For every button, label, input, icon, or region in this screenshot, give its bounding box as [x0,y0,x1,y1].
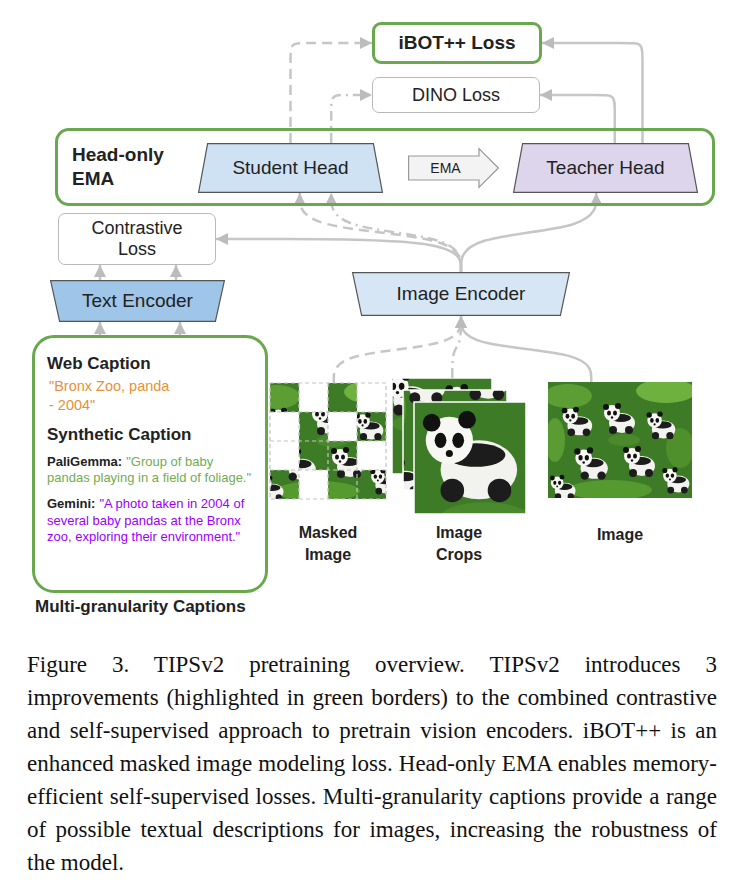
shape-fill [353,273,570,316]
shape-fill [514,144,698,193]
text-block: Head-only EMA [72,143,180,191]
graphic-part [270,411,386,412]
image-node: Image [548,382,692,498]
node-label: Image Encoder [397,283,526,304]
masked-image-picture [252,380,404,501]
node-label: Synthetic Caption [47,425,192,444]
connector [540,95,615,143]
text-block: Contrastive Loss [77,218,197,260]
node-label: Image Crops [436,524,482,563]
text-block: Masked Image [282,522,374,566]
graphic-part [270,469,386,470]
text-block: "Bronx Zoo, panda - 2004" [49,377,174,415]
image-node: Image Crops [392,378,526,514]
graphic-part [357,441,386,470]
ema-band: Head-only EMA Student Head EMA Teacher Head [55,128,715,206]
connector [179,322,182,335]
node-label: EMA [430,160,460,176]
text-block: Multi-granularity Captions [35,597,246,617]
image-node: Masked Image [270,383,386,499]
graphic-part [270,383,386,499]
graphic-part [249,340,697,697]
text-block: Image [574,524,666,546]
graphic-part [299,470,328,499]
node-label: Teacher Head [546,157,664,178]
graphic-part [270,412,299,441]
text-block: DINO Loss [412,85,500,106]
graphic-part [270,440,386,441]
text-block: iBOT++ Loss [398,32,515,54]
graphic-part [544,379,696,500]
graphic-part [414,402,526,514]
text-block: Teacher Head [546,157,664,179]
connector [334,316,461,383]
caption-box: Web Caption "Bronx Zoo, panda - 2004" Synt… [32,335,268,593]
text-block: Image Encoder [397,283,526,305]
encoder-block: Text Encoder [50,280,225,322]
node-label: iBOT++ Loss [398,32,515,53]
graphic-part [544,379,696,500]
graphic-part [270,441,299,470]
node-label: Gemini: [47,496,95,511]
loss-box: iBOT++ Loss [372,22,542,64]
text-block: Gemini:"A photo taken in 2004 of several… [47,496,253,546]
shape-fill [51,281,225,322]
shape-fill [199,144,383,193]
ema-arrow: EMA [408,148,499,188]
text-block: Text Encoder [82,290,193,312]
graphic-part [270,383,386,499]
connector [99,322,102,335]
text-block: EMA [430,159,476,177]
graphic-part [357,383,386,412]
text-block: Synthetic Caption [47,425,253,445]
full-image-picture [544,379,696,500]
image-crops-picture [249,320,697,696]
loss-box: Contrastive Loss [58,213,216,265]
text-block: Student Head [232,157,348,179]
node-label: DINO Loss [412,85,500,105]
node-label: "Bronx Zoo, panda - 2004" [49,378,169,413]
encoder-block: Image Encoder [352,272,570,316]
head-block: Teacher Head [513,143,698,193]
connector [461,316,591,382]
text-block: Image Crops [413,522,505,566]
node-label: Student Head [232,157,348,178]
shape-fill [409,149,499,188]
connector [99,265,102,280]
graphic-part [299,383,328,412]
connector [175,265,178,280]
graphic-part [249,340,697,697]
connector [331,95,372,143]
text-block: PaliGemma:"Group of baby pandas playing … [47,454,253,487]
graphic-part [328,412,357,441]
loss-box: DINO Loss [372,77,540,113]
graphic-part [252,380,404,501]
node-label: Multi-granularity Captions [35,597,246,616]
node-label: Text Encoder [82,290,193,311]
node-label: Image [597,526,643,543]
head-block: Student Head [198,143,383,193]
node-label: Web Caption [47,354,151,373]
connector [452,316,461,378]
figure-caption: Figure 3. TIPSv2 pretraining overview. T… [27,648,717,879]
graphic-part [252,380,404,501]
text-block: Web Caption [47,354,253,374]
connector [216,239,461,272]
node-label: Contrastive Loss [91,218,182,259]
node-label: Head-only EMA [72,144,164,189]
node-label: PaliGemma: [47,454,122,469]
node-label: Masked Image [299,524,358,563]
